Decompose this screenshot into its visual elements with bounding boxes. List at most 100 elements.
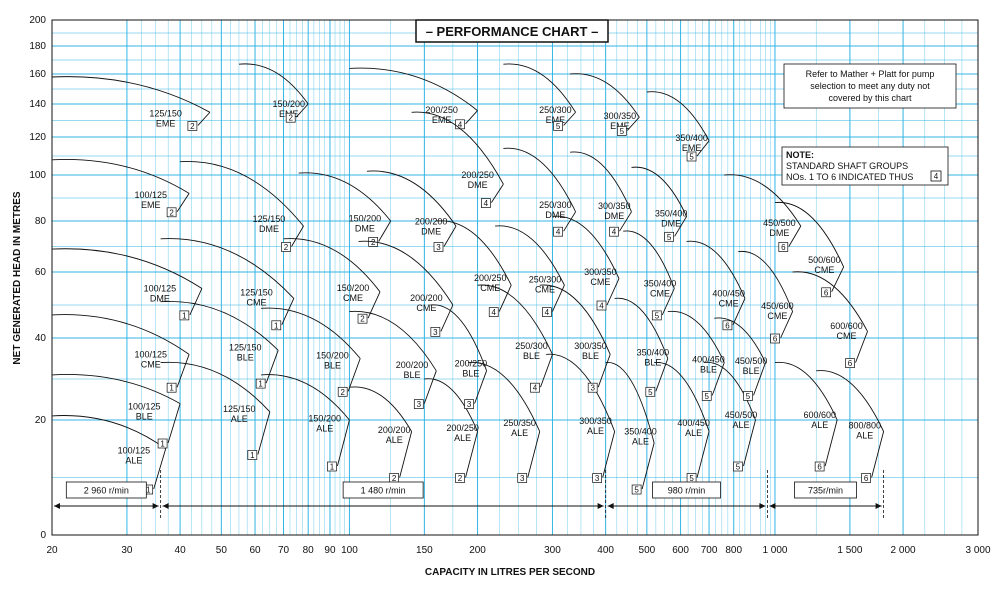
shaft-group-box [651,310,662,321]
pump-curve-edge [597,354,611,388]
title-box [415,19,609,43]
shaft-group-number: 6 [725,321,730,330]
pump-curve [160,361,271,413]
pump-curve-edge [399,431,413,478]
speed-band-label: 2 960 r/min [84,486,129,496]
note-title: NOTE: [786,150,814,160]
pump-type: CME [535,285,555,295]
pump-curve-edge [753,362,766,396]
pump-curve-edge [674,216,688,237]
pump-curve [160,300,279,351]
pump-curve [792,271,868,332]
note-box [781,146,949,186]
pump-curve-edge [167,403,181,444]
shaft-group-number: 5 [689,474,694,483]
pump-size: 200/250 [446,423,479,433]
shaft-group-box [631,484,642,495]
y-tick-label: 40 [35,333,47,344]
shaft-group-number: 4 [484,199,489,208]
pump-size: 150/200 [273,99,306,109]
pump-size: 300/350 [574,341,607,351]
pump-curve-edge [831,266,845,292]
pump-type: DME [661,219,681,229]
x-tick-label: 20 [46,545,58,556]
shaft-group-box [609,226,619,237]
x-tick-label: 70 [278,545,290,556]
note-group-box [930,170,942,182]
shaft-group-number: 2 [284,243,289,252]
shaft-group-number: 2 [340,388,345,397]
shaft-group-number: 5 [689,153,694,162]
shaft-group-number: 5 [556,122,561,131]
note-line-2: NOs. 1 TO 6 INDICATED THUS [786,172,913,182]
shaft-group-box [778,242,789,252]
pump-curve [366,170,457,227]
pump-size: 450/500 [763,218,796,228]
pump-size: 100/125 [134,190,167,200]
shaft-group-number: 1 [250,451,255,460]
speed-band-arrow-left [607,503,614,509]
pump-type: ALE [811,420,828,430]
pump-curve-edge [602,431,616,478]
shaft-group-box [488,307,499,317]
shaft-group-number: 1 [274,321,279,330]
shaft-group-box [187,121,198,131]
shaft-group-number: 2 [392,474,397,483]
y-tick-label: 60 [35,267,47,278]
pump-type: ALE [685,428,702,438]
pump-type: CME [141,359,161,369]
speed-band-arrow-right [152,503,159,509]
pump-curve-edge [743,419,756,467]
pump-curve-edge [443,225,457,247]
speed-band-label: 1 480 r/min [361,486,406,496]
note-group-number: 4 [934,172,939,181]
shaft-group-number: 6 [817,463,822,472]
pump-curve-edge [465,431,478,478]
shaft-group-box [481,198,491,208]
pump-curve-edge [176,354,190,388]
x-tick-label: 2 000 [891,545,916,556]
pump-type: EME [682,143,702,153]
pump-curve [503,63,576,113]
x-tick-label: 700 [701,545,718,556]
shaft-group-box [271,320,282,331]
pump-curve-edge [871,431,885,478]
shaft-group-number: 5 [736,463,741,472]
pump-type: DME [545,210,565,220]
speed-band-box [342,481,424,499]
pump-size: 500/600 [808,255,841,265]
pump-type: ALE [632,436,649,446]
pump-curve [349,310,437,372]
shaft-group-number: 1 [169,384,174,393]
pump-curve [724,174,802,227]
pump-type: BLE [700,364,717,374]
pump-curve-edge [378,220,392,242]
pump-curve-edge [641,442,655,490]
pump-curve [654,362,710,432]
pump-curve [631,166,688,217]
pump-type: ALE [732,420,749,430]
pump-type: EME [432,115,452,125]
pump-size: 200/200 [396,360,429,370]
pump-type: EME [546,115,566,125]
shaft-group-number: 3 [590,384,595,393]
shaft-group-box [664,231,674,242]
shaft-group-number: 6 [773,335,778,344]
